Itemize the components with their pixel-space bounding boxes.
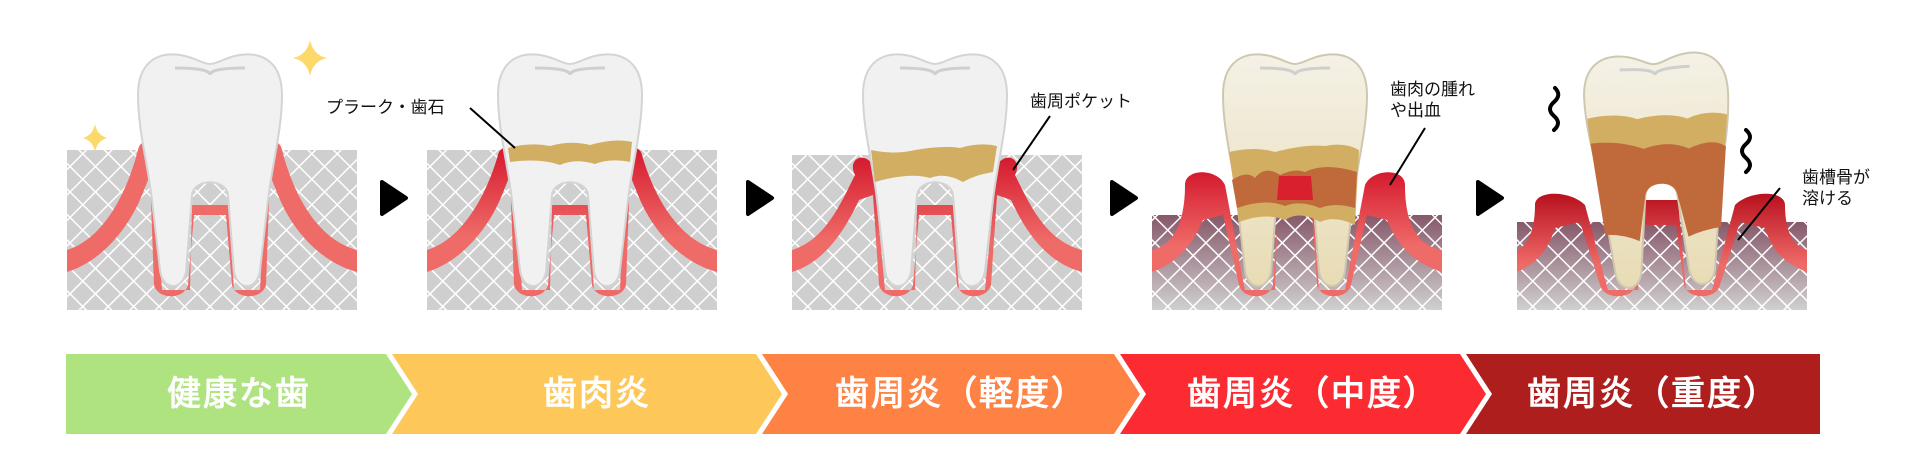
stage-segment-healthy [66,354,412,434]
stage-banner-chevrons [66,354,1820,434]
stage-gingivitis-illustration [427,53,717,310]
stage-label-gingivitis: 歯肉炎 [543,374,651,414]
callout-gum-swelling-line2: や出血 [1390,101,1441,121]
stage-severe-periodontitis-illustration [1517,51,1807,310]
plaque-band [508,140,632,165]
callout-bone-loss-line2: 溶ける [1802,189,1853,209]
wobble-icon [1548,86,1561,132]
stage-segment-moderate [1120,354,1486,434]
sparkle-icon [293,40,327,76]
sparkle-icon [83,124,107,152]
periodontal-stages-illustration [67,40,1807,310]
stage-label-moderate: 歯周炎（中度） [1187,374,1439,414]
arrow-right-icon [1110,180,1138,216]
callout-gum-swelling: 歯肉の腫れ や出血 [1390,80,1475,122]
arrow-right-icon [746,180,774,216]
wobble-icon [1740,128,1752,174]
stage-label-severe: 歯周炎（重度） [1527,374,1779,414]
callout-plaque-tartar: プラーク・歯石 [326,98,445,118]
callout-bone-loss-line1: 歯槽骨が [1802,168,1870,188]
stage-segment-mild [762,354,1140,434]
tartar-band [871,144,997,182]
callout-gum-swelling-line1: 歯肉の腫れ [1390,80,1475,100]
stage-label-healthy: 健康な歯 [167,374,311,414]
stage-segment-gingivitis [392,354,782,434]
stage-moderate-periodontitis-illustration [1152,53,1442,310]
stage-label-mild: 歯周炎（軽度） [835,374,1087,414]
stage-segment-severe [1466,354,1820,434]
stage-banner: 健康な歯 歯肉炎 歯周炎（軽度） 歯周炎（中度） 歯周炎（重度） [66,354,1820,434]
callout-periodontal-pocket: 歯周ポケット [1030,92,1132,112]
stage-healthy-illustration [67,40,357,310]
arrow-right-icon [1476,180,1504,216]
arrow-right-icon [380,180,408,216]
callout-bone-loss: 歯槽骨が 溶ける [1802,168,1870,210]
stage-mild-periodontitis-illustration [792,53,1082,310]
